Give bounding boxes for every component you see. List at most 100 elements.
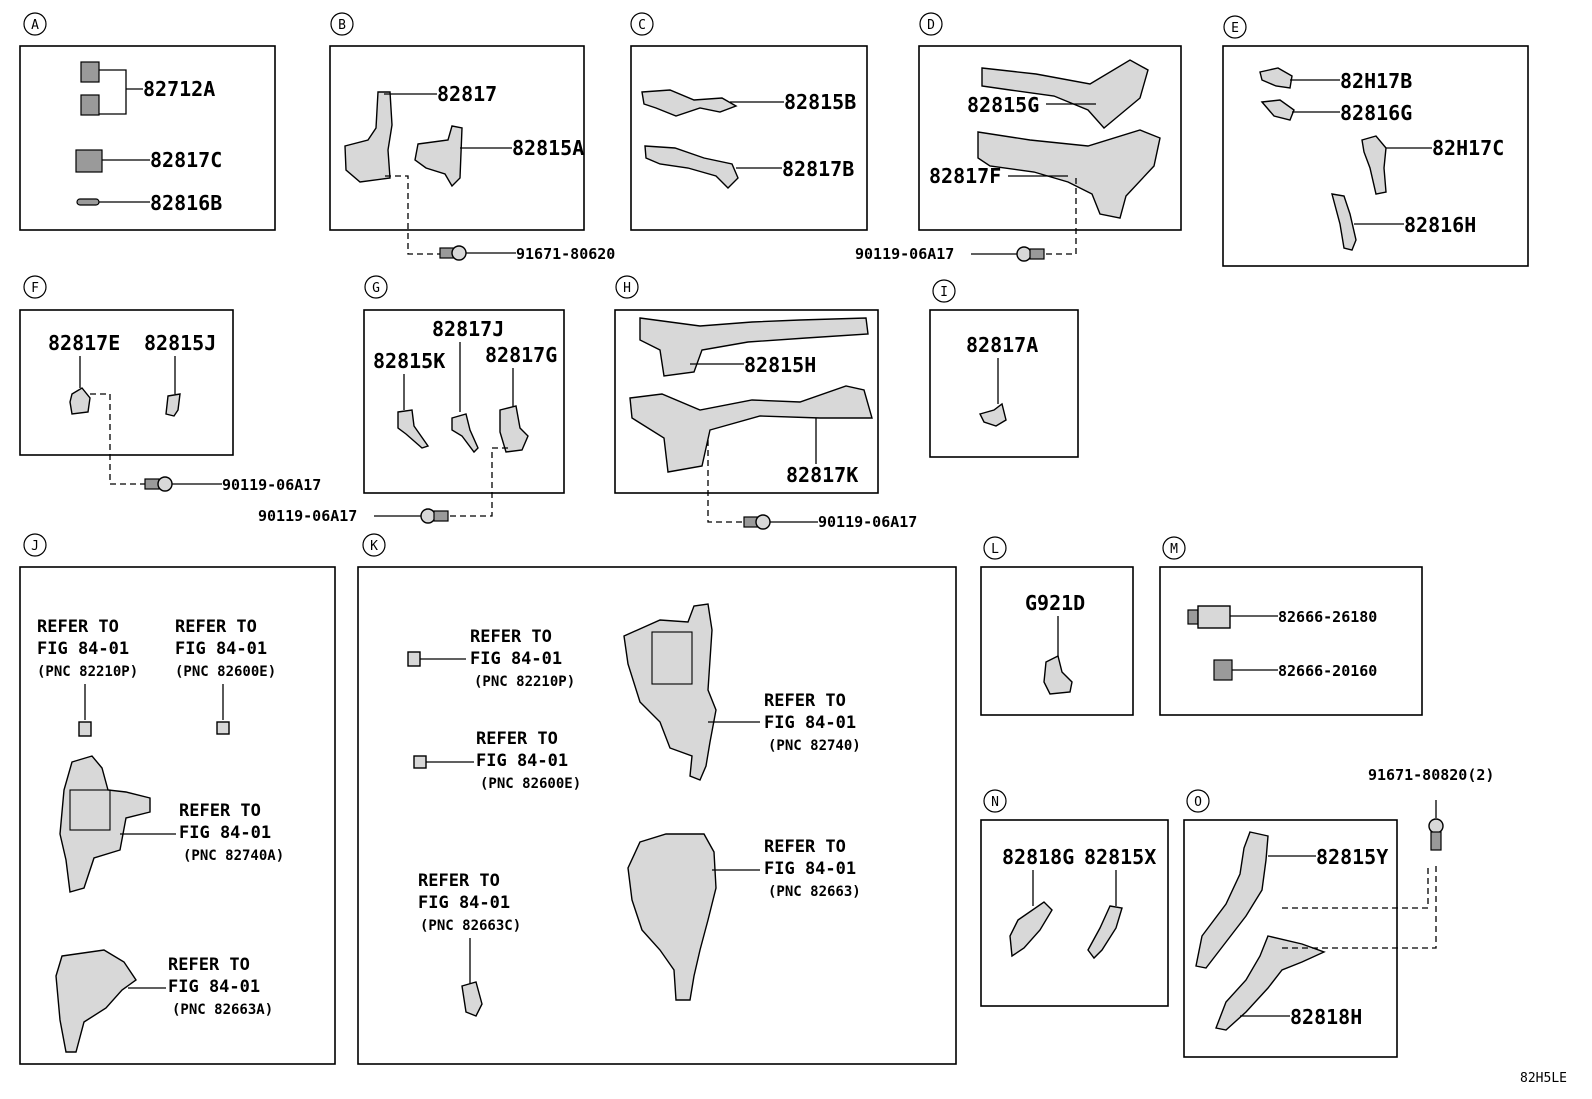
part-82815k-label: 82815K [373, 349, 445, 373]
part-82818h-label: 82818H [1290, 1005, 1362, 1029]
section-k: K REFER TO FIG 84-01 (PNC 82210P) REFER … [357, 533, 957, 1065]
section-l-letter: L [991, 542, 999, 557]
section-d-letter: D [927, 18, 935, 33]
section-m-letter: M [1170, 542, 1178, 557]
k-ref3-line3: (PNC 82663C) [420, 918, 521, 934]
j-ref4-line2: FIG 84-01 [168, 977, 260, 997]
fastener-90119-06a17-f-label: 90119-06A17 [222, 476, 321, 494]
part-82817f-label: 82817F [929, 164, 1001, 188]
section-g: G 82817J 82815K 82817G 90119-06A17 [258, 275, 565, 525]
j-ref3-line2: FIG 84-01 [179, 823, 271, 843]
part-82815g-label: 82815G [967, 93, 1039, 117]
section-e-box [1222, 45, 1529, 267]
bracket-82817b-icon [644, 145, 739, 189]
plug-icon [1213, 659, 1233, 681]
section-j-letter: J [31, 539, 39, 554]
clip-icon [413, 755, 427, 769]
section-n: N 82818G 82815X [980, 789, 1169, 1007]
section-i-letter: I [940, 285, 948, 300]
bracket-82817j-icon [451, 413, 479, 454]
section-g-box [363, 309, 565, 494]
section-m-box [1159, 566, 1423, 716]
bracket-82740a-icon [59, 755, 151, 893]
k-ref2-line3: (PNC 82600E) [480, 776, 581, 792]
pin-icon [76, 198, 100, 206]
part-82817g-label: 82817G [485, 343, 557, 367]
grommet-icon [1187, 605, 1231, 629]
section-c-box [630, 45, 868, 231]
section-f-letter: F [31, 281, 39, 296]
fastener-91671-80820-label: 91671-80820(2) [1368, 766, 1494, 784]
k-ref1-line3: (PNC 82210P) [474, 674, 575, 690]
part-82817b-label: 82817B [782, 157, 854, 181]
rail-82815g-icon [981, 59, 1149, 129]
part-82818g-label: 82818G [1002, 845, 1074, 869]
bracket-82815a-icon [414, 125, 463, 188]
section-i-box [929, 309, 1079, 458]
fastener-90119-06a17-h-label: 90119-06A17 [818, 513, 917, 531]
fastener-91671-80620-label: 91671-80620 [516, 245, 615, 263]
bracket-82740-icon [623, 603, 717, 781]
section-a: A 82712A 82817C 82816B [19, 12, 276, 231]
section-j: J REFER TO FIG 84-01 (PNC 82210P) REFER … [19, 533, 336, 1065]
harness-clip-icon [80, 61, 100, 116]
bracket-82817-icon [344, 91, 393, 183]
j-ref4-line1: REFER TO [168, 955, 250, 975]
k-ref5-line3: (PNC 82663) [768, 884, 861, 900]
part-82815b-label: 82815B [784, 90, 856, 114]
part-82815h-label: 82815H [744, 353, 816, 377]
clip-icon [216, 721, 230, 735]
part-82816h-label: 82816H [1404, 213, 1476, 237]
section-k-box [357, 566, 957, 1065]
k-ref4-line1: REFER TO [764, 691, 846, 711]
part-82817a-label: 82817A [966, 333, 1038, 357]
bracket-82815j-icon [165, 393, 181, 417]
part-82816g-label: 82816G [1340, 101, 1412, 125]
j-ref2-line2: FIG 84-01 [175, 639, 267, 659]
section-h-box [614, 309, 879, 494]
part-82712a-label: 82712A [143, 77, 215, 101]
section-e-letter: E [1231, 21, 1239, 36]
rail-82818h-icon [1215, 935, 1326, 1031]
part-82815a-label: 82815A [512, 136, 584, 160]
k-ref4-line2: FIG 84-01 [764, 713, 856, 733]
part-82817k-label: 82817K [786, 463, 858, 487]
section-l-box [980, 566, 1134, 716]
section-n-letter: N [991, 795, 999, 810]
j-ref3-line3: (PNC 82740A) [183, 848, 284, 864]
j-ref1-line2: FIG 84-01 [37, 639, 129, 659]
bracket-82816g-icon [1260, 99, 1295, 121]
clip-icon [407, 651, 421, 667]
section-i: I 82817A [929, 279, 1079, 458]
j-ref1-line1: REFER TO [37, 617, 119, 637]
bolt-icon [743, 514, 771, 530]
part-82817e-label: 82817E [48, 331, 120, 355]
section-b-box [329, 45, 585, 231]
section-j-box [19, 566, 336, 1065]
section-o-box [1183, 819, 1398, 1058]
section-m: M 82666-26180 82666-20160 [1159, 536, 1423, 716]
part-g921d-label: G921D [1025, 591, 1085, 615]
k-ref5-line1: REFER TO [764, 837, 846, 857]
bolt-icon [420, 508, 449, 524]
bracket-82817e-icon [69, 387, 91, 415]
section-d-box [918, 45, 1182, 231]
bracket-82816h-icon [1331, 193, 1357, 251]
fastener-90119-06a17-g-label: 90119-06A17 [258, 507, 357, 525]
j-ref2-line1: REFER TO [175, 617, 257, 637]
bracket-82815b-icon [641, 89, 738, 117]
part-82817-label: 82817 [437, 82, 497, 106]
k-ref1-line2: FIG 84-01 [470, 649, 562, 669]
bolt-icon [1428, 818, 1444, 851]
section-h: H 82815H 82817K 90119-06A17 [614, 275, 917, 531]
fastener-90119-06a17-d-label: 90119-06A17 [855, 245, 954, 263]
diagram-code: 82H5LE [1520, 1071, 1567, 1086]
bracket-82818g-icon [1009, 901, 1053, 958]
bracket-82815k-icon [397, 409, 430, 449]
part-82815y-label: 82815Y [1316, 845, 1388, 869]
section-d: D 82815G 82817F 90119-06A17 [855, 12, 1182, 263]
bolt-icon [439, 245, 467, 261]
section-l: L G921D [980, 536, 1134, 716]
section-o-letter: O [1194, 795, 1202, 810]
